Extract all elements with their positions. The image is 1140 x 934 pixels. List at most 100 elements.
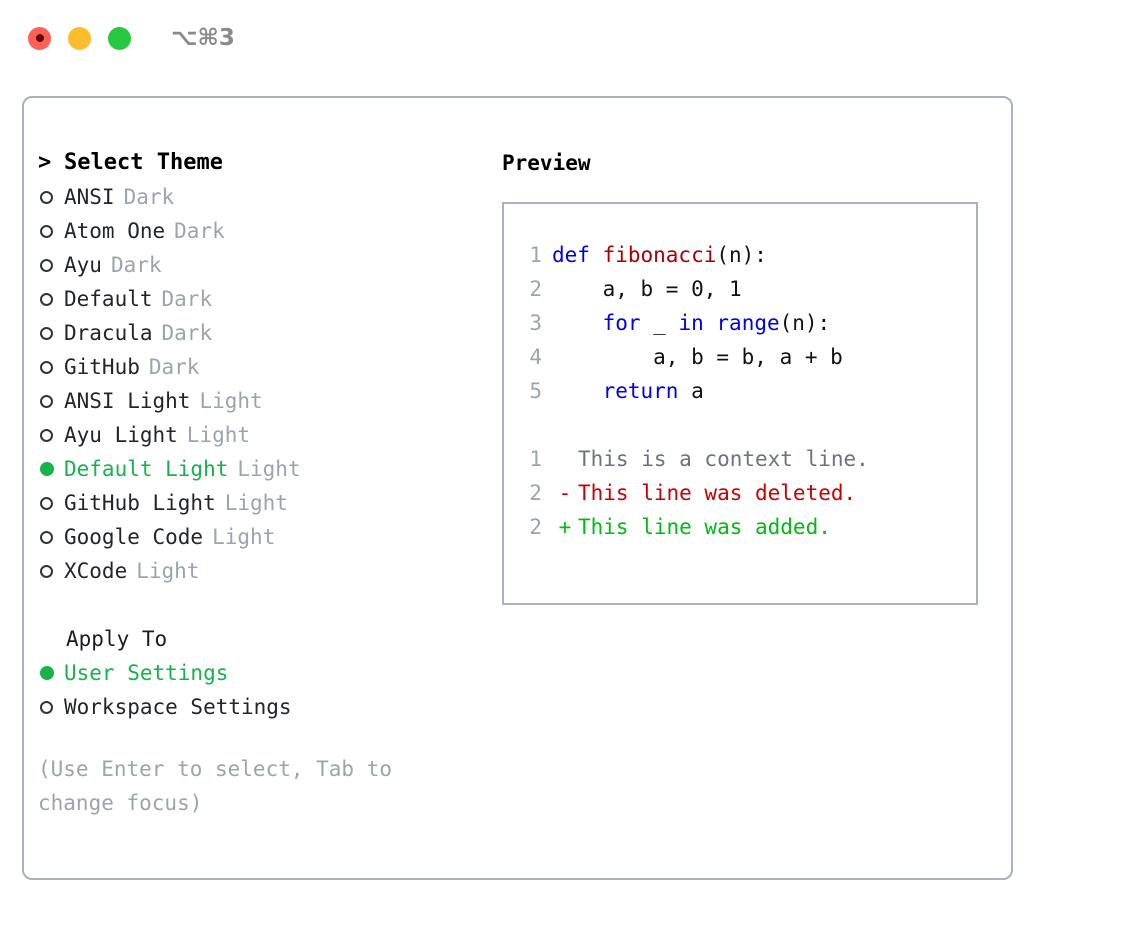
zoom-button[interactable] xyxy=(108,26,131,50)
radio-unselected-icon[interactable] xyxy=(38,258,64,272)
theme-option-label: XCode xyxy=(64,559,128,583)
radio-dot xyxy=(40,428,53,442)
theme-option-label: Dracula xyxy=(64,321,153,345)
diff-line-text: This line was added. xyxy=(578,515,831,539)
apply-to-option[interactable]: Workspace Settings xyxy=(38,690,498,724)
radio-unselected-icon[interactable] xyxy=(38,530,64,544)
radio-dot xyxy=(40,462,54,476)
line-number: 4 xyxy=(529,345,542,369)
theme-option-label: Default Light xyxy=(64,457,229,481)
spacer xyxy=(38,588,498,622)
theme-option-label: Ayu xyxy=(64,253,102,277)
radio-dot xyxy=(40,496,53,510)
diff-line-text: This line was deleted. xyxy=(578,481,857,505)
theme-option-tag: Light xyxy=(186,423,251,447)
theme-option[interactable]: Google Code Light xyxy=(38,520,498,554)
radio-dot xyxy=(40,326,53,340)
code-token-plain xyxy=(552,311,603,335)
radio-unselected-icon[interactable] xyxy=(38,326,64,340)
line-number: 5 xyxy=(529,379,542,403)
code-token-plain: (n): xyxy=(779,311,831,335)
preview-title: Preview xyxy=(502,151,591,175)
radio-unselected-icon[interactable] xyxy=(38,360,64,374)
theme-option-tag: Dark xyxy=(148,355,200,379)
diff-marker xyxy=(552,442,578,476)
code-line-text: for _ in range(n): xyxy=(552,306,831,340)
radio-unselected-icon[interactable] xyxy=(38,428,64,442)
theme-option-tag: Dark xyxy=(123,185,175,209)
close-button[interactable] xyxy=(28,26,51,50)
line-number: 3 xyxy=(529,311,542,335)
minimize-button[interactable] xyxy=(68,26,91,50)
radio-unselected-icon[interactable] xyxy=(38,564,64,578)
code-token-plain: _ xyxy=(640,311,679,335)
diff-line: 2-This line was deleted. xyxy=(504,476,976,510)
diff-sample: 1 This is a context line.2-This line was… xyxy=(504,442,976,544)
spacer xyxy=(504,408,976,442)
theme-option-label: Ayu Light xyxy=(64,423,178,447)
radio-unselected-icon[interactable] xyxy=(38,292,64,306)
code-token-kw: range xyxy=(716,311,780,335)
apply-to-option-label: Workspace Settings xyxy=(64,695,292,719)
theme-option-tag: Light xyxy=(199,389,263,413)
apply-to-label: Apply To xyxy=(66,627,168,651)
code-token-kw: def xyxy=(552,243,603,267)
radio-dot xyxy=(40,190,53,204)
radio-selected-icon[interactable] xyxy=(38,666,64,680)
apply-to-option[interactable]: User Settings xyxy=(38,656,498,690)
traffic-lights xyxy=(28,26,131,50)
radio-unselected-icon[interactable] xyxy=(38,394,64,408)
code-line: 3 for _ in range(n): xyxy=(504,306,976,340)
theme-option-label: GitHub xyxy=(64,355,140,379)
code-token-plain: a xyxy=(678,379,704,403)
radio-dot xyxy=(40,564,53,578)
page-title: Select Theme xyxy=(64,150,223,175)
diff-line: 1 This is a context line. xyxy=(504,442,976,476)
line-number: 2 xyxy=(529,481,542,505)
radio-unselected-icon[interactable] xyxy=(38,700,64,714)
theme-option-tag: Light xyxy=(212,525,276,549)
select-theme-header: > Select Theme xyxy=(38,146,498,180)
theme-option[interactable]: Ayu Light Light xyxy=(38,418,498,452)
code-token-kw: for xyxy=(602,311,641,335)
record-indicator-icon xyxy=(35,34,44,42)
caret-icon: > xyxy=(38,150,52,175)
code-token-plain: a, b = 0, 1 xyxy=(552,277,742,301)
keyboard-shortcut-label: ⌥⌘3 xyxy=(171,25,235,51)
theme-option[interactable]: GitHub Dark xyxy=(38,350,498,384)
radio-dot xyxy=(40,258,53,272)
radio-unselected-icon[interactable] xyxy=(38,190,64,204)
theme-option-tag: Light xyxy=(224,491,288,515)
radio-unselected-icon[interactable] xyxy=(38,496,64,510)
radio-selected-icon[interactable] xyxy=(38,462,64,476)
theme-option-label: Google Code xyxy=(64,525,204,549)
theme-option-label: Default xyxy=(64,287,153,311)
radio-dot xyxy=(40,530,53,544)
code-token-plain: (n): xyxy=(716,243,767,267)
apply-to-option-label: User Settings xyxy=(64,661,229,685)
theme-option-label: Atom One xyxy=(64,219,166,243)
diff-line: 2+This line was added. xyxy=(504,510,976,544)
radio-dot xyxy=(40,292,53,306)
code-line: 5 return a xyxy=(504,374,976,408)
line-number: 2 xyxy=(529,277,542,301)
line-number: 1 xyxy=(529,447,542,471)
code-token-plain: a, b = b, a + b xyxy=(552,345,843,369)
radio-unselected-icon[interactable] xyxy=(38,224,64,238)
